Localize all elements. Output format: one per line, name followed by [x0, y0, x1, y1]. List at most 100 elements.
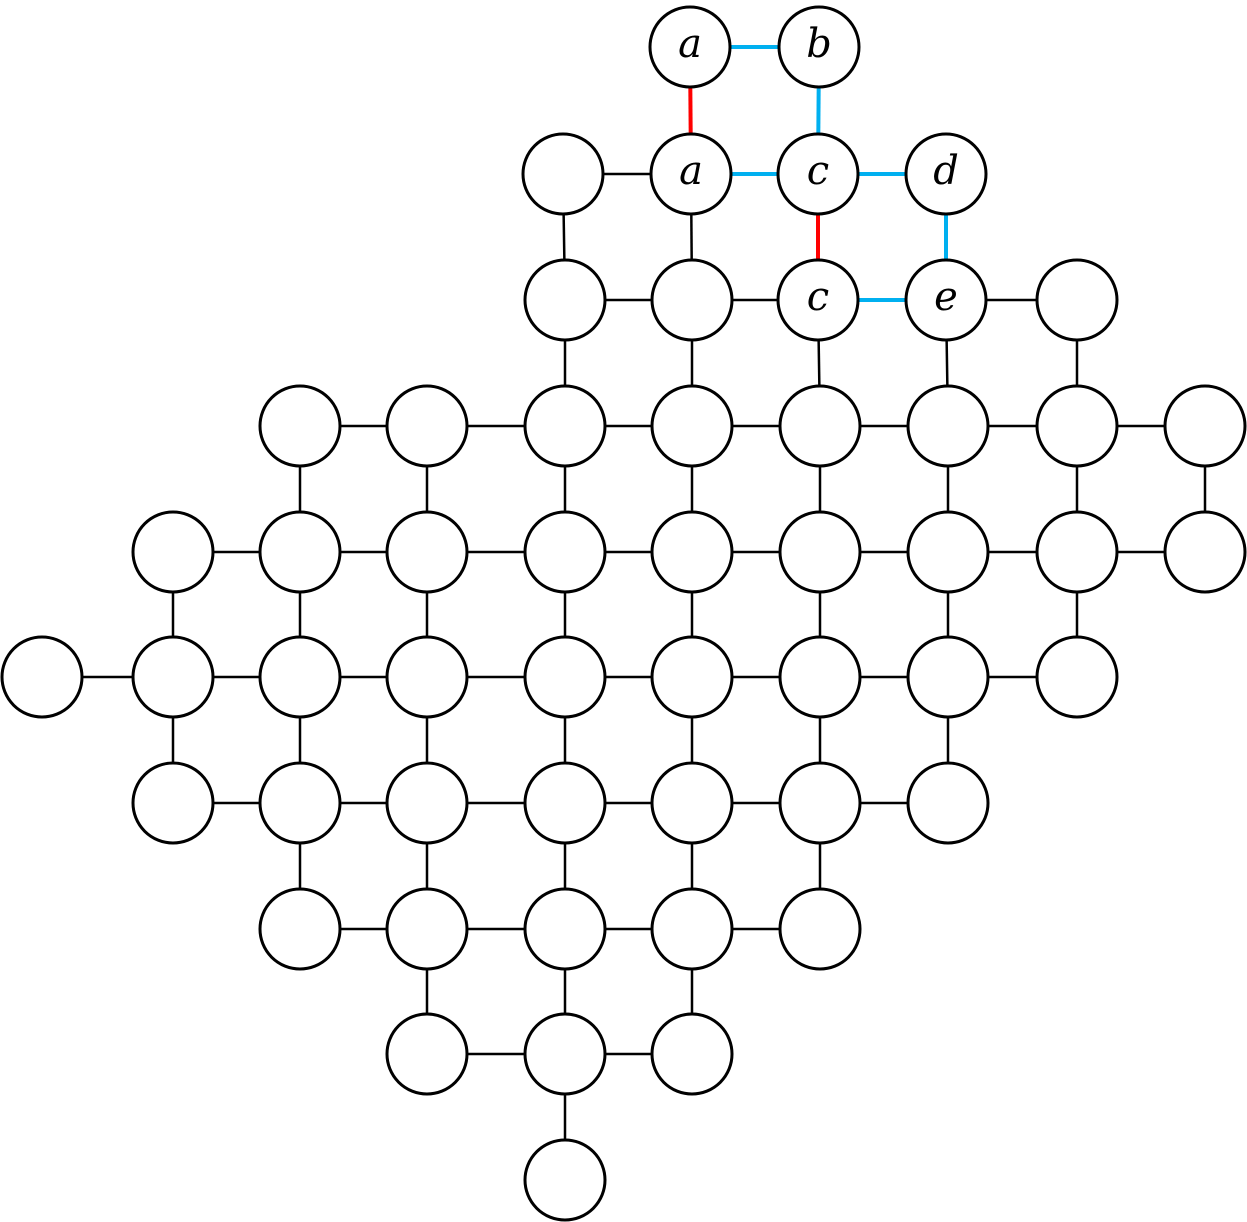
- node-circle: [778, 887, 862, 971]
- graph-node: [1035, 635, 1119, 719]
- graph-node: [521, 132, 605, 216]
- nodes-layer: a b a c d c e: [0, 5, 1247, 1222]
- edges-layer: [42, 45, 1207, 1180]
- graph-node: [650, 384, 734, 468]
- graph-node: [1035, 510, 1119, 594]
- node-circle: [523, 258, 607, 342]
- node-circle: [778, 635, 862, 719]
- node-circle: [650, 384, 734, 468]
- node-label: e: [934, 274, 958, 320]
- graph-node: [650, 887, 734, 971]
- graph-node-c: c: [776, 258, 860, 342]
- graph-node: [650, 258, 734, 342]
- graph-node-b: b: [777, 5, 861, 89]
- node-circle: [385, 761, 469, 845]
- graph-node: [258, 510, 342, 594]
- node-label: d: [933, 148, 959, 194]
- node-circle: [906, 384, 990, 468]
- node-circle: [650, 761, 734, 845]
- graph-node: [258, 761, 342, 845]
- graph-node: [385, 384, 469, 468]
- graph-node-d: d: [904, 132, 988, 216]
- node-circle: [385, 887, 469, 971]
- graph-node: [1035, 258, 1119, 342]
- node-circle: [131, 761, 215, 845]
- graph-node: [385, 761, 469, 845]
- node-circle: [258, 761, 342, 845]
- graph-node: [258, 384, 342, 468]
- graph-node: [906, 510, 990, 594]
- node-circle: [523, 1012, 607, 1096]
- graph-node: [523, 384, 607, 468]
- node-circle: [1163, 384, 1247, 468]
- node-circle: [778, 761, 862, 845]
- node-circle: [778, 384, 862, 468]
- node-circle: [650, 1012, 734, 1096]
- graph-node: [385, 510, 469, 594]
- node-label: a: [679, 148, 703, 194]
- graph-node-c: c: [776, 132, 860, 216]
- graph-node-e: e: [904, 258, 988, 342]
- node-circle: [776, 258, 860, 342]
- graph-node: [523, 635, 607, 719]
- node-circle: [1035, 258, 1119, 342]
- graph-node: [258, 635, 342, 719]
- graph-node: [0, 635, 84, 719]
- node-label: c: [807, 148, 829, 194]
- graph-node: [258, 887, 342, 971]
- graph-node: [523, 887, 607, 971]
- graph-node: [1163, 510, 1247, 594]
- node-circle: [650, 258, 734, 342]
- graph-node: [131, 761, 215, 845]
- node-circle: [650, 510, 734, 594]
- graph-node: [523, 1012, 607, 1096]
- node-circle: [0, 635, 84, 719]
- graph-node: [523, 1138, 607, 1222]
- graph-node: [385, 1012, 469, 1096]
- graph-node: [523, 510, 607, 594]
- graph-node: [650, 1012, 734, 1096]
- node-circle: [523, 510, 607, 594]
- graph-node: [778, 635, 862, 719]
- graph-node: [906, 635, 990, 719]
- graph-node: [778, 887, 862, 971]
- graph-node: [385, 635, 469, 719]
- node-circle: [778, 510, 862, 594]
- node-circle: [904, 132, 988, 216]
- node-circle: [1035, 510, 1119, 594]
- graph-node: [1163, 384, 1247, 468]
- node-circle: [523, 1138, 607, 1222]
- graph-node: [778, 510, 862, 594]
- node-circle: [906, 510, 990, 594]
- node-label: b: [806, 21, 832, 67]
- graph-node: [650, 635, 734, 719]
- node-label: c: [807, 274, 829, 320]
- node-circle: [385, 1012, 469, 1096]
- graph-node: [778, 384, 862, 468]
- node-circle: [523, 384, 607, 468]
- graph-node: [131, 635, 215, 719]
- graph-node: [523, 761, 607, 845]
- graph-node-a: a: [648, 5, 732, 89]
- node-circle: [650, 635, 734, 719]
- node-circle: [650, 887, 734, 971]
- node-circle: [385, 510, 469, 594]
- node-circle: [521, 132, 605, 216]
- node-circle: [904, 258, 988, 342]
- node-circle: [131, 510, 215, 594]
- graph-node: [131, 510, 215, 594]
- node-circle: [258, 887, 342, 971]
- node-circle: [1163, 510, 1247, 594]
- graph-node: [523, 258, 607, 342]
- node-circle: [523, 761, 607, 845]
- graph-node: [778, 761, 862, 845]
- node-circle: [776, 132, 860, 216]
- node-circle: [258, 384, 342, 468]
- node-circle: [258, 510, 342, 594]
- node-circle: [523, 635, 607, 719]
- graph-node: [1035, 384, 1119, 468]
- node-circle: [649, 132, 733, 216]
- graph-node: [650, 510, 734, 594]
- graph-node: [906, 384, 990, 468]
